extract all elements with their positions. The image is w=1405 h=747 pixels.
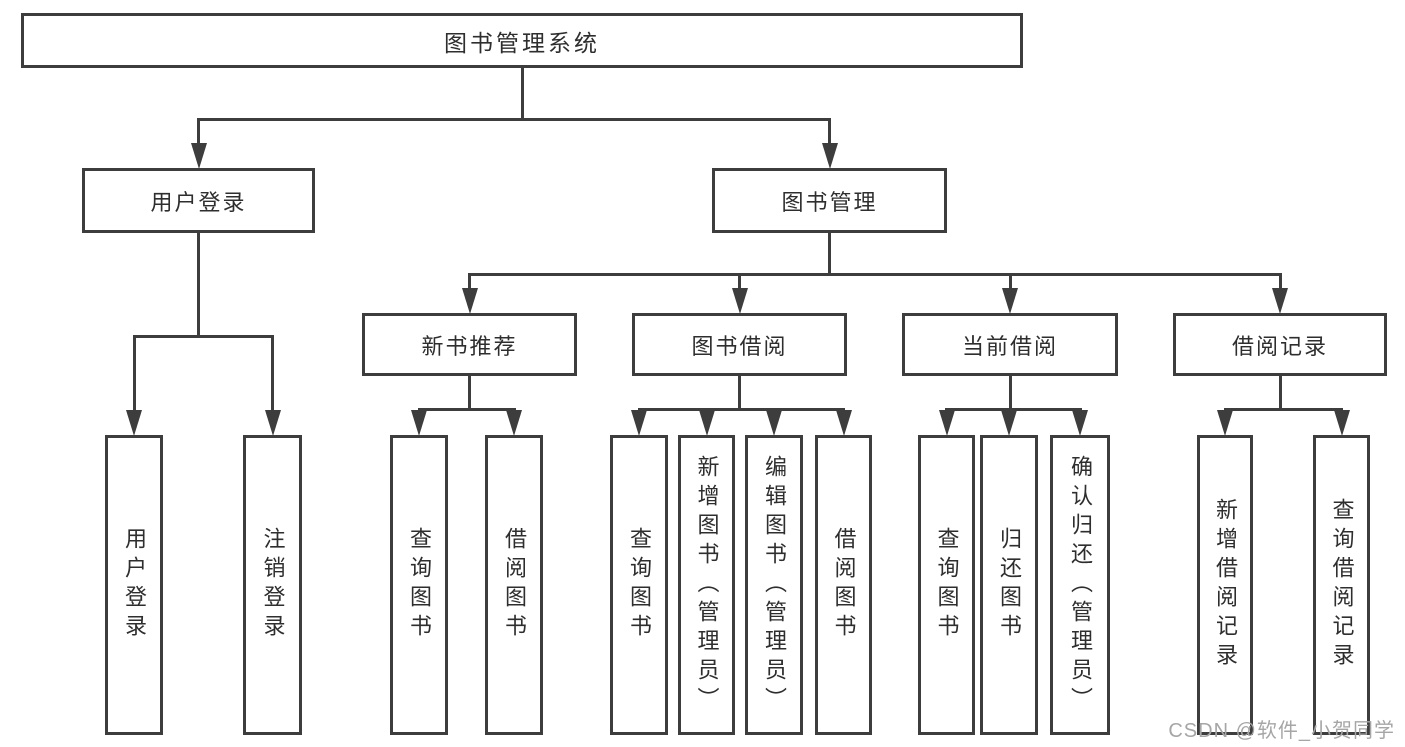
diagram-node-borrow-record: 借阅记录 [1173, 313, 1387, 376]
diagram-node-bb-edit-book: 编辑图书（管理员） [745, 435, 803, 735]
csdn-watermark: CSDN @软件_小贺同学 [1168, 720, 1395, 742]
diagram-node-bb-edit-book-label: 编辑图书（管理员） [762, 454, 787, 716]
arrow-down-icon [631, 410, 647, 436]
connector-line [132, 335, 274, 338]
connector-line [1008, 276, 1012, 291]
diagram-node-bb-query-book-label: 查询图书 [627, 527, 652, 643]
arrow-down-icon [506, 410, 522, 436]
arrow-down-icon [1001, 410, 1017, 436]
diagram-node-logout: 注销登录 [243, 435, 302, 735]
diagram-node-login-label: 用户登录 [122, 527, 147, 643]
diagram-node-bb-borrow-book: 借阅图书 [815, 435, 872, 735]
diagram-node-book-mgmt-label: 图书管理 [781, 189, 878, 215]
arrow-down-icon [1272, 288, 1288, 314]
diagram-node-bb-borrow-book-label: 借阅图书 [831, 527, 857, 643]
diagram-node-new-book-rec: 新书推荐 [362, 313, 577, 376]
connector-line [520, 68, 524, 121]
arrow-down-icon [698, 410, 715, 436]
arrow-down-icon [938, 410, 955, 436]
connector-line [468, 376, 471, 411]
diagram-node-cb-confirm-return-label: 确认归还（管理员） [1068, 454, 1093, 716]
diagram-node-bb-add-book-label: 新增图书（管理员） [694, 454, 720, 716]
connector-line [1278, 276, 1282, 291]
diagram-node-nbr-query-book-label: 查询图书 [407, 527, 432, 643]
arrow-down-icon [1002, 288, 1018, 314]
diagram-node-bb-add-book: 新增图书（管理员） [678, 435, 735, 735]
diagram-node-nbr-borrow-book-label: 借阅图书 [502, 527, 527, 643]
connector-line [468, 273, 1282, 276]
diagram-node-cb-confirm-return: 确认归还（管理员） [1050, 435, 1110, 735]
diagram-node-book-borrow-label: 图书借阅 [691, 333, 788, 359]
arrow-down-icon [731, 288, 748, 314]
arrow-down-icon [190, 143, 207, 169]
connector-line [1008, 376, 1012, 411]
diagram-node-root: 图书管理系统 [21, 13, 1023, 68]
diagram-node-new-book-rec-label: 新书推荐 [421, 333, 518, 359]
arrow-down-icon [126, 410, 142, 436]
arrow-down-icon [766, 410, 782, 436]
diagram-node-cb-return-book-label: 归还图书 [997, 527, 1022, 643]
diagram-node-br-add-record: 新增借阅记录 [1197, 435, 1253, 735]
connector-line [945, 408, 1082, 411]
diagram-node-cb-query-book: 查询图书 [918, 435, 975, 735]
diagram-node-user-login: 用户登录 [82, 168, 315, 233]
diagram-node-bb-query-book: 查询图书 [610, 435, 668, 735]
diagram-node-root-label: 图书管理系统 [444, 29, 600, 56]
diagram-node-cb-return-book: 归还图书 [980, 435, 1038, 735]
connector-line [828, 233, 831, 276]
diagram-node-user-login-label: 用户登录 [150, 189, 247, 215]
arrow-down-icon [1333, 410, 1350, 436]
arrow-down-icon [264, 410, 281, 436]
arrow-down-icon [821, 143, 838, 169]
arrow-down-icon [1217, 410, 1233, 436]
connector-line [828, 121, 831, 146]
arrow-down-icon [461, 288, 478, 314]
diagram-node-logout-label: 注销登录 [260, 527, 286, 643]
connector-line [1223, 408, 1343, 411]
connector-line [738, 376, 741, 411]
connector-line [637, 408, 845, 411]
diagram-node-book-borrow: 图书借阅 [632, 313, 847, 376]
connector-line [468, 276, 471, 291]
connector-line [1278, 376, 1282, 411]
connector-line [417, 408, 516, 411]
connector-line [197, 118, 831, 121]
connector-line [738, 276, 741, 291]
arrow-down-icon [835, 410, 852, 436]
diagram-node-br-query-record-label: 查询借阅记录 [1329, 498, 1355, 672]
diagram-node-br-add-record-label: 新增借阅记录 [1213, 498, 1238, 672]
diagram-node-book-mgmt: 图书管理 [712, 168, 947, 233]
connector-line [197, 121, 200, 146]
diagram-node-current-borrow-label: 当前借阅 [961, 333, 1058, 359]
diagram-node-nbr-borrow-book: 借阅图书 [485, 435, 543, 735]
connector-line [271, 338, 274, 413]
diagram-node-nbr-query-book: 查询图书 [390, 435, 448, 735]
diagram-node-borrow-record-label: 借阅记录 [1231, 333, 1328, 359]
connector-line [132, 338, 136, 413]
diagram-node-current-borrow: 当前借阅 [902, 313, 1118, 376]
diagram-node-br-query-record: 查询借阅记录 [1313, 435, 1370, 735]
connector-line [197, 233, 200, 338]
arrow-down-icon [411, 410, 427, 436]
diagram-node-login: 用户登录 [105, 435, 163, 735]
diagram-node-cb-query-book-label: 查询图书 [934, 527, 960, 643]
arrow-down-icon [1072, 410, 1088, 436]
